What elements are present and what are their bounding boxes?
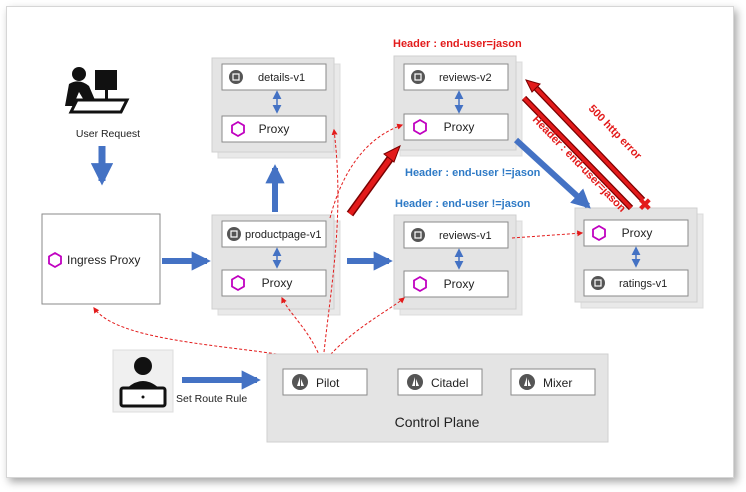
header-not-jason-label-2: Header : end-user !=jason [395, 198, 531, 210]
ingress-proxy-label: Ingress Proxy [67, 253, 140, 267]
pilot-label: Pilot [316, 376, 340, 390]
mixer-label: Mixer [543, 376, 572, 390]
productpage-chip-icon [226, 226, 242, 242]
reviews-v2-chip-icon [410, 69, 426, 85]
reviews-v1-label: reviews-v1 [439, 230, 492, 242]
arrow-productpage-to-reviews-v2-head [383, 144, 401, 163]
control-plane-title: Control Plane [395, 414, 480, 430]
dash-productpage-to-reviews-v2 [329, 123, 404, 219]
ratings-chip-icon [590, 275, 606, 291]
pilot-sail-icon [292, 374, 308, 390]
productpage-proxy-label: Proxy [262, 276, 293, 290]
citadel-sail-icon [407, 374, 423, 390]
details-service-box[interactable] [221, 63, 327, 91]
reviews-v1-proxy-label: Proxy [444, 277, 475, 291]
reviews-v2-proxy-box[interactable] [403, 113, 509, 141]
dash-pilot-to-reviews-v1 [323, 297, 405, 363]
productpage-label: productpage-v1 [245, 229, 321, 241]
error-band-upper [532, 84, 645, 202]
reviews-v2-label: reviews-v2 [439, 72, 492, 84]
details-label: details-v1 [258, 72, 305, 84]
citadel-label: Citadel [431, 376, 468, 390]
reviews-v1-proxy-box[interactable] [403, 270, 509, 298]
user-request-label: User Request [76, 128, 140, 140]
header-jason-label: Header : end-user=jason [393, 38, 522, 50]
productpage-proxy-box[interactable] [221, 269, 327, 297]
pilot-box[interactable] [282, 368, 368, 396]
dash-pilot-to-productpage [281, 296, 323, 363]
dash-pilot-to-ingress [93, 307, 322, 363]
arrow-productpage-to-reviews-v2 [347, 154, 395, 216]
set-route-rule-label: Set Route Rule [176, 393, 247, 405]
reviews-v2-proxy-label: Proxy [444, 120, 475, 134]
error-band-head [525, 79, 541, 93]
error-x-icon: ✖ [638, 197, 651, 214]
arrow-reviews-v2-to-ratings [513, 137, 591, 209]
admin-laptop-icon [112, 349, 174, 413]
details-proxy-label: Proxy [259, 122, 290, 136]
error-band-lower [522, 96, 633, 210]
ratings-proxy-box[interactable] [583, 219, 689, 247]
details-proxy-box[interactable] [221, 115, 327, 143]
header-not-jason-label: Header : end-user !=jason [405, 167, 541, 179]
ratings-label: ratings-v1 [619, 278, 667, 290]
reviews-v1-chip-icon [410, 227, 426, 243]
dash-pilot-to-details [322, 128, 339, 363]
ratings-proxy-label: Proxy [622, 226, 653, 240]
mixer-sail-icon [519, 374, 535, 390]
user-desk-icon [65, 67, 130, 114]
details-chip-icon [228, 69, 244, 85]
dash-reviews-v1-to-ratings [511, 230, 584, 239]
